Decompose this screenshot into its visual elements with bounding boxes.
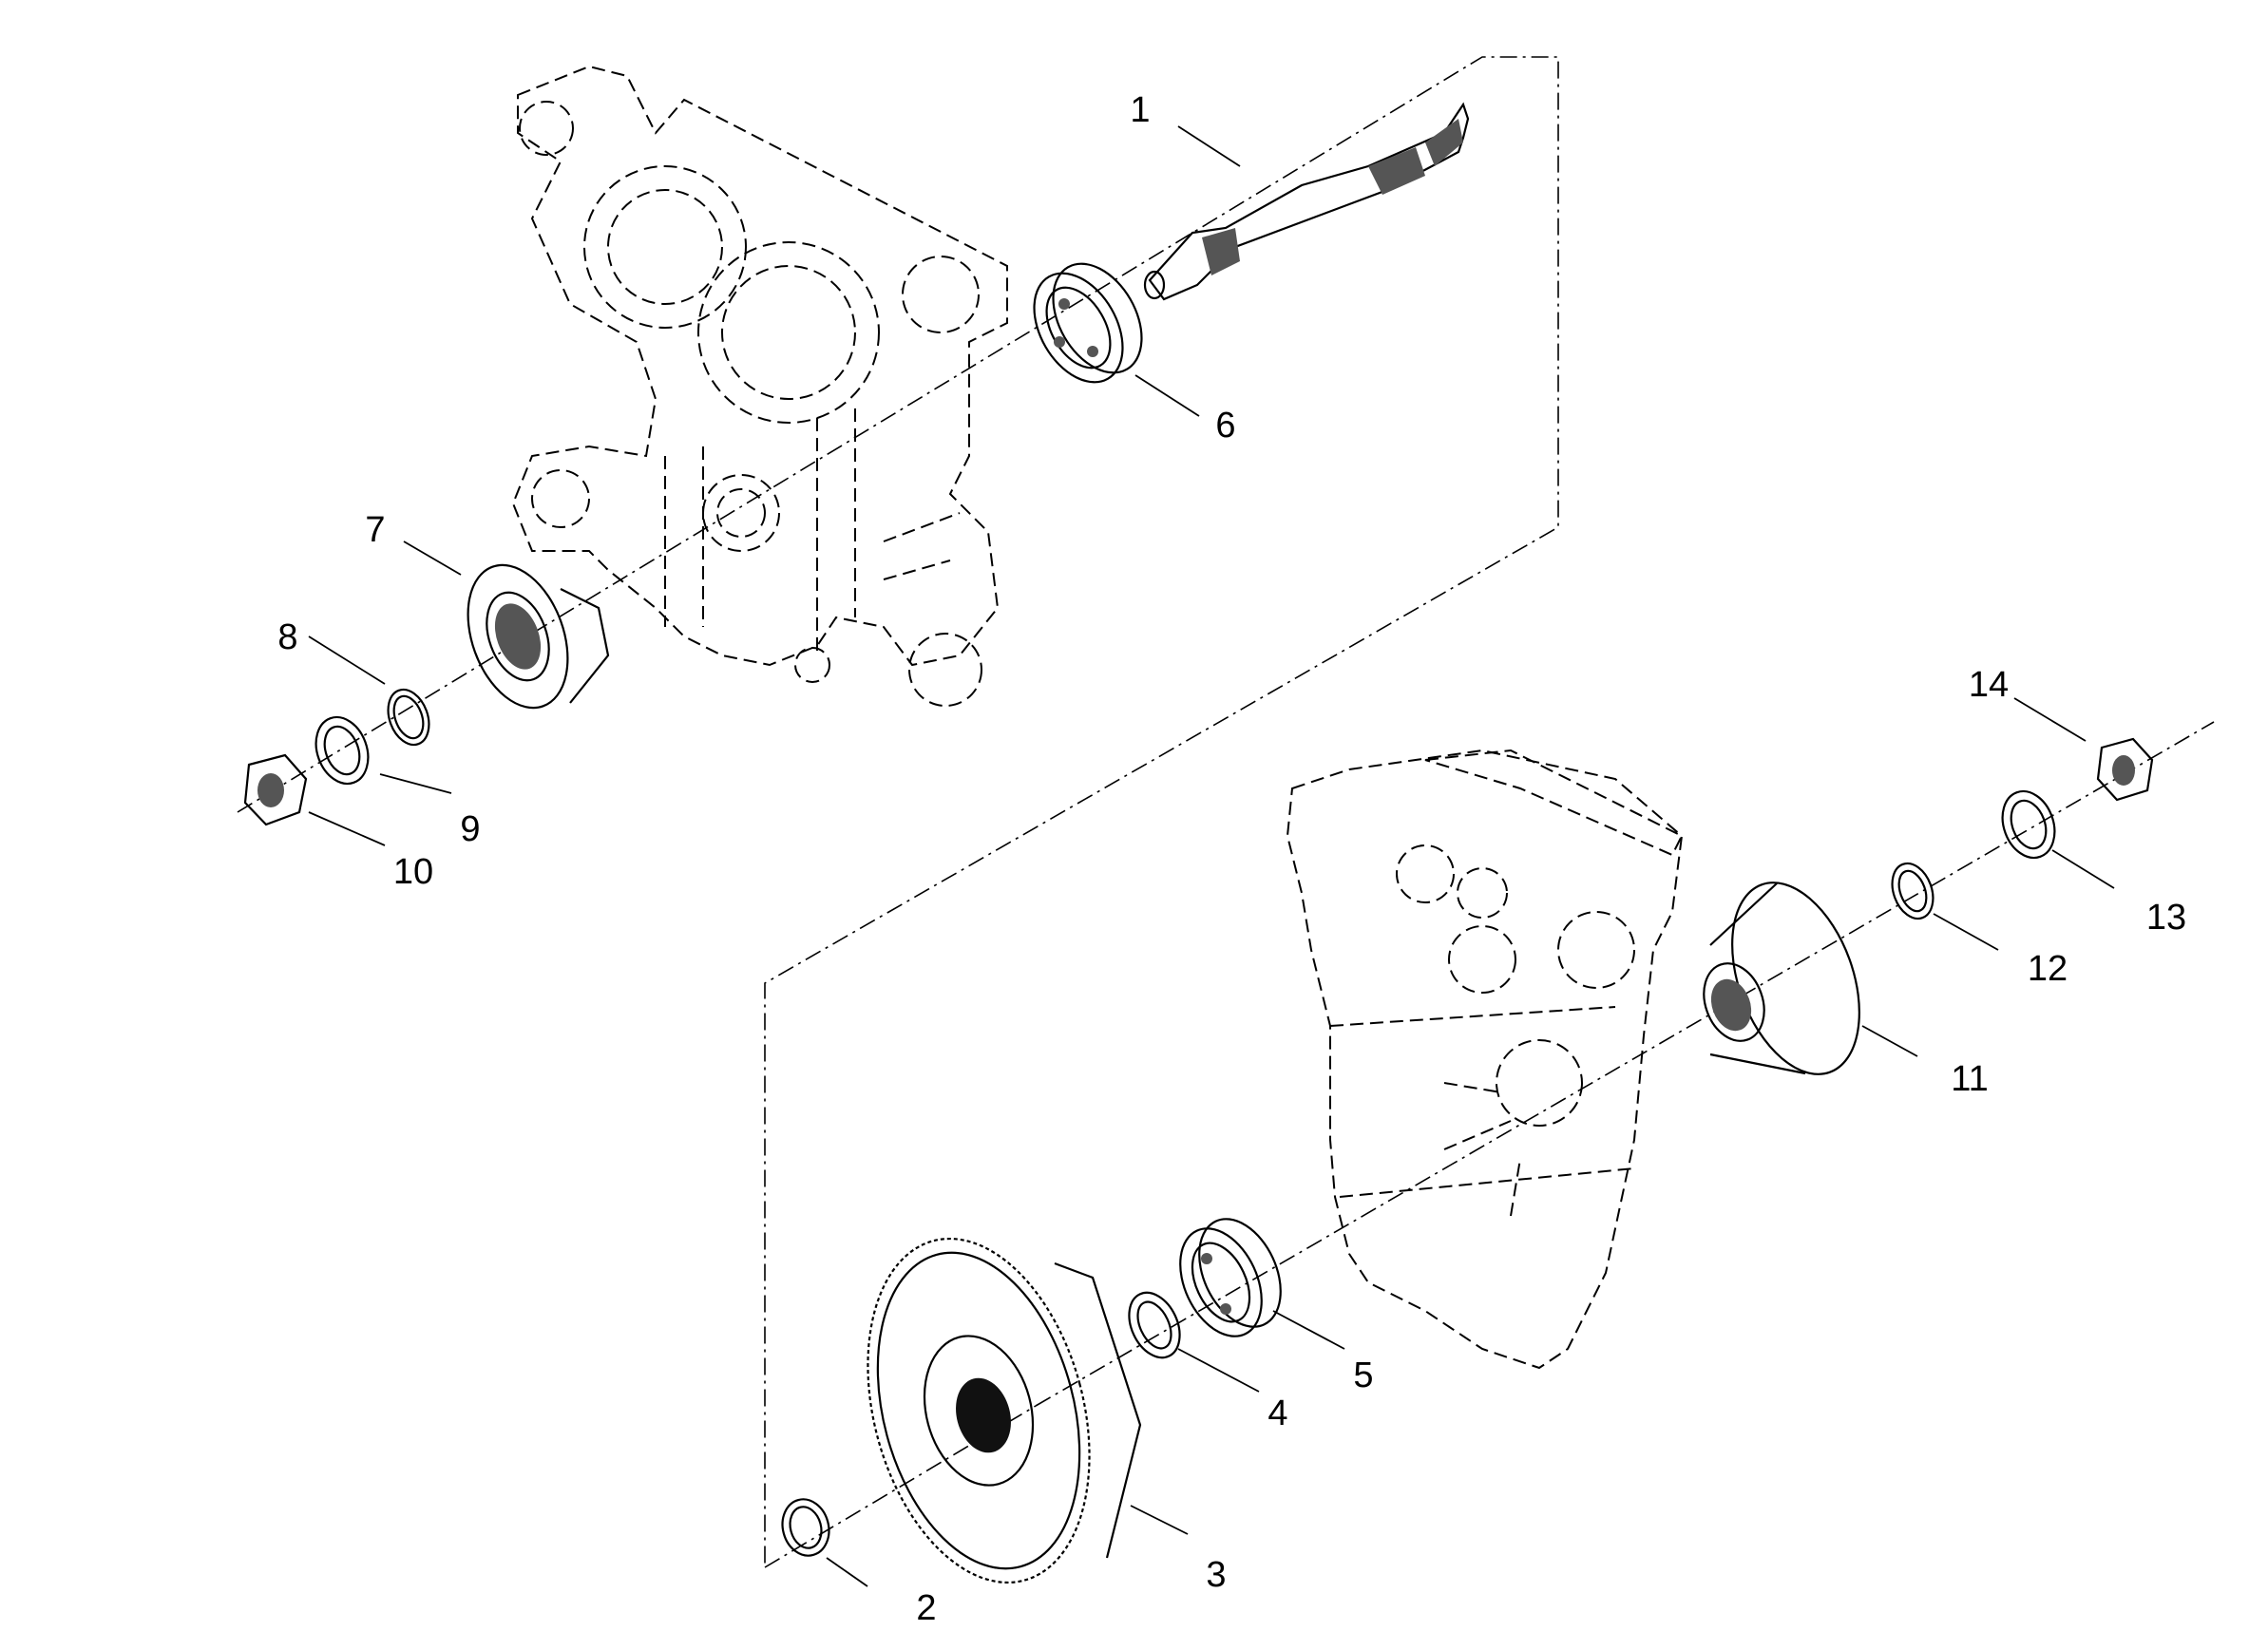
ring-part-12 [1891,862,1934,920]
callout-7: 7 [365,510,385,550]
callout-3: 3 [1206,1555,1226,1595]
callout-12: 12 [2028,949,2068,989]
upper-housing [511,65,1008,707]
ring-part-13 [2001,789,2056,860]
callout-1: 1 [1130,90,1150,130]
nut-part-10 [243,753,308,826]
ring-part-9 [314,715,370,786]
callout-11: 11 [1951,1059,1988,1099]
shaft-part-1 [1143,102,1470,301]
ring-part-2 [781,1498,830,1557]
bearing-part-5 [1179,1218,1282,1337]
lower-housing [1286,749,1684,1370]
callout-labels: 1 2 3 4 5 6 7 8 9 10 11 12 13 14 [277,90,2186,1628]
callout-2: 2 [916,1588,936,1628]
callout-13: 13 [2146,898,2186,938]
callout-6: 6 [1215,406,1235,446]
flange-part-11 [1703,882,1860,1075]
callout-9: 9 [460,809,480,849]
callout-8: 8 [277,617,297,657]
callout-10: 10 [393,852,433,892]
callout-4: 4 [1267,1394,1287,1433]
callout-5: 5 [1353,1356,1373,1395]
assembly-axes [237,56,2215,1568]
ring-part-4 [1128,1291,1181,1359]
nut-part-14 [2096,737,2154,802]
flange-part-7 [467,563,610,710]
ring-part-8 [387,688,430,747]
bearing-part-6 [1033,262,1143,384]
gear-part-3 [867,1237,1142,1584]
leader-lines [308,125,2115,1587]
callout-14: 14 [1969,665,2009,705]
